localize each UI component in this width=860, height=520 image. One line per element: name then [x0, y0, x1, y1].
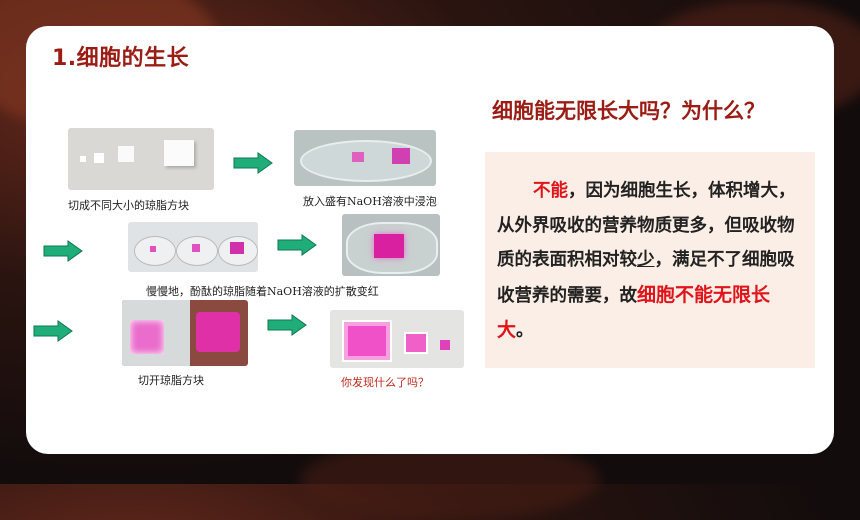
cut-cube-photo	[122, 300, 248, 366]
agar-cubes-photo	[68, 128, 214, 190]
arrow-right-icon	[232, 152, 274, 174]
answer-end: 。	[516, 321, 534, 341]
dishes-photo	[128, 222, 258, 272]
answer-no: 不能	[533, 181, 568, 201]
arrow-right-icon	[276, 234, 318, 256]
caption-find: 你发现什么了吗？	[341, 376, 429, 389]
results-photo	[330, 310, 464, 368]
answer-part2: ，满足不了细胞吸收营养的需要，故	[497, 250, 795, 306]
caption-soak: 放入盛有NaOH溶液中浸泡	[303, 195, 437, 208]
question-text: 细胞能无限长大吗？为什么？	[492, 99, 765, 123]
beaker-soak-photo	[294, 130, 436, 186]
arrow-right-icon	[266, 314, 308, 336]
answer-conclusion: 细胞不能无限长大	[497, 283, 771, 342]
answer-box: 不能，因为细胞生长，体积增大，从外界吸收的营养物质更多，但吸收物质的表面积相对较…	[485, 152, 815, 368]
answer-part1: ，因为细胞生长，体积增大，从外界吸收的营养物质更多，但吸收物质的表面积相对较	[497, 181, 796, 270]
beaker-red-photo	[342, 214, 440, 276]
arrow-right-icon	[32, 320, 74, 342]
caption-cut: 切成不同大小的琼脂方块	[68, 199, 189, 212]
caption-open: 切开琼脂方块	[138, 374, 204, 387]
answer-shao: 少	[637, 250, 655, 270]
caption-slow: 慢慢地，酚酞的琼脂随着NaOH溶液的扩散变红	[146, 285, 379, 298]
slide-title: 1.细胞的生长	[52, 46, 190, 71]
arrow-right-icon	[42, 240, 84, 262]
